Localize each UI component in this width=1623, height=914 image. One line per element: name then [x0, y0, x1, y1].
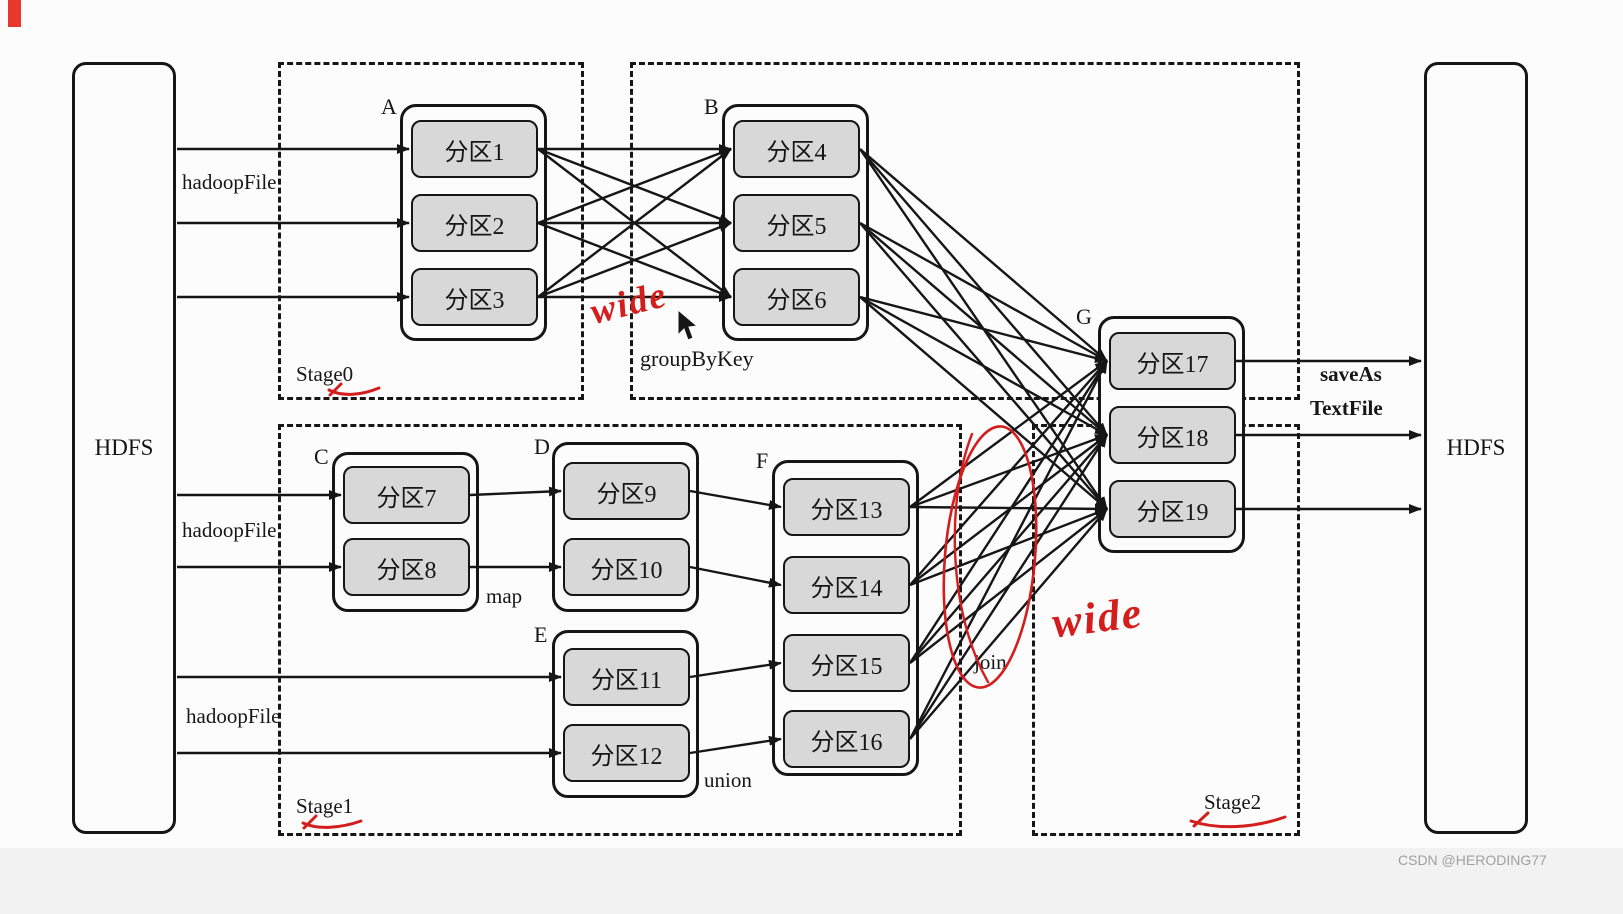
partition-6: 分区6 [733, 268, 860, 326]
partition-17: 分区17 [1109, 332, 1236, 390]
partition-1: 分区1 [411, 120, 538, 178]
hadoopfile-label-1: hadoopFile [182, 170, 277, 194]
partition-4: 分区4 [733, 120, 860, 178]
csdn-watermark: CSDN @HERODING77 [1398, 852, 1547, 868]
partition-19: 分区19 [1109, 480, 1236, 538]
hdfs-source-box: HDFS [72, 62, 176, 834]
rdd-group-E-label: E [534, 622, 548, 647]
partition-11: 分区11 [563, 648, 690, 706]
partition-16: 分区16 [783, 710, 910, 768]
saveas-label-line2: TextFile [1310, 396, 1383, 420]
rdd-group-F-label: F [756, 448, 769, 473]
groupbykey-label: groupByKey [640, 346, 754, 371]
stage1-label: Stage1 [296, 794, 354, 818]
partition-3: 分区3 [411, 268, 538, 326]
union-label: union [704, 768, 752, 792]
partition-2: 分区2 [411, 194, 538, 252]
partition-14: 分区14 [783, 556, 910, 614]
stage0-label: Stage0 [296, 362, 354, 386]
join-label: join [974, 650, 1007, 674]
corner-mark [8, 0, 21, 27]
partition-5: 分区5 [733, 194, 860, 252]
hadoopfile-label-2: hadoopFile [182, 518, 277, 542]
stage2-label: Stage2 [1204, 790, 1262, 814]
partition-13: 分区13 [783, 478, 910, 536]
saveas-label-line1: saveAs [1320, 362, 1382, 386]
partition-7: 分区7 [343, 466, 470, 524]
rdd-group-C-label: C [314, 444, 329, 469]
hdfs-sink-box: HDFS [1424, 62, 1528, 834]
rdd-group-D-label: D [534, 434, 550, 459]
partition-12: 分区12 [563, 724, 690, 782]
map-label: map [486, 584, 523, 608]
bottom-band [0, 848, 1623, 914]
partition-10: 分区10 [563, 538, 690, 596]
partition-8: 分区8 [343, 538, 470, 596]
partition-15: 分区15 [783, 634, 910, 692]
partition-9: 分区9 [563, 462, 690, 520]
hadoopfile-label-3: hadoopFile [186, 704, 281, 728]
rdd-group-B-label: B [704, 94, 719, 119]
rdd-group-A-label: A [381, 94, 397, 119]
rdd-group-G-label: G [1076, 304, 1092, 329]
partition-18: 分区18 [1109, 406, 1236, 464]
